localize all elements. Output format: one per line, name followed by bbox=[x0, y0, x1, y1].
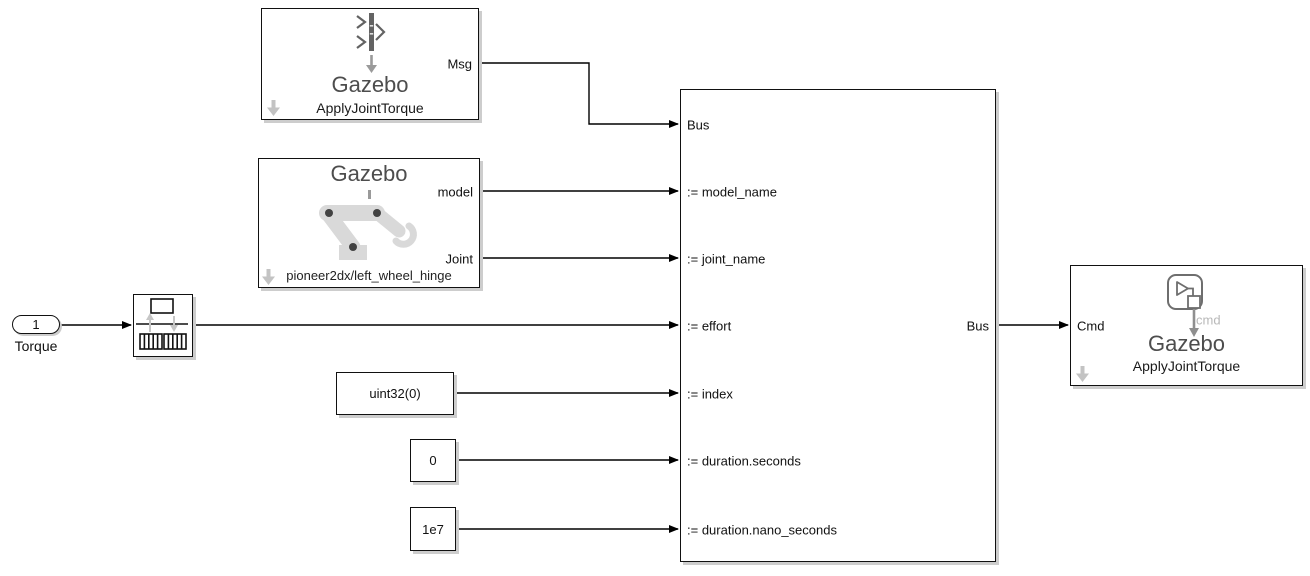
signal-conversion-block[interactable] bbox=[133, 294, 193, 357]
port-duration-nano-seconds: := duration.nano_seconds bbox=[687, 522, 837, 538]
block-subtitle: ApplyJointTorque bbox=[316, 100, 424, 116]
block-caption: pioneer2dx/left_wheel_hinge bbox=[286, 267, 452, 283]
apply-command-icon bbox=[1167, 274, 1203, 337]
block-title: Gazebo bbox=[330, 161, 408, 186]
port-bus-out: Bus bbox=[966, 318, 989, 334]
constant-index-block[interactable]: uint32(0) bbox=[336, 372, 454, 415]
signal-conversion-icon bbox=[136, 298, 188, 350]
gazebo-tick-icon bbox=[368, 190, 371, 199]
block-title: Gazebo bbox=[1147, 331, 1226, 356]
port-bus-in: Bus bbox=[687, 117, 710, 133]
gazebo-apply-joint-torque-block[interactable]: cmd Gazebo ApplyJointTorque Cmd bbox=[1070, 265, 1303, 386]
port-msg: Msg bbox=[447, 56, 472, 72]
port-model: model bbox=[437, 184, 473, 200]
wire-msg-to-bus[interactable] bbox=[480, 62, 679, 128]
bus-assignment-block[interactable]: Bus := model_name := joint_name := effor… bbox=[680, 89, 996, 562]
inport-torque-label: Torque bbox=[14, 338, 58, 354]
annotation-arrow-icon bbox=[267, 100, 280, 116]
port-cmd: Cmd bbox=[1077, 318, 1105, 334]
block-subtitle: ApplyJointTorque bbox=[1132, 358, 1241, 374]
constant-value: uint32(0) bbox=[369, 386, 421, 401]
gazebo-blank-message-block[interactable]: Gazebo ApplyJointTorque Msg bbox=[261, 8, 479, 120]
icon-caption-cmd: cmd bbox=[1196, 312, 1221, 328]
port-duration-seconds: := duration.seconds bbox=[687, 453, 801, 469]
gazebo-model-joint-block[interactable]: Gazebo pioneer2dx/left_wheel_hinge model… bbox=[258, 158, 480, 288]
constant-nano-seconds-block[interactable]: 1e7 bbox=[410, 507, 456, 551]
port-index: := index bbox=[687, 386, 733, 402]
robot-arm-icon bbox=[319, 205, 417, 260]
constant-value: 1e7 bbox=[422, 521, 444, 537]
inport-torque[interactable]: 1 bbox=[12, 315, 60, 334]
constant-seconds-block[interactable]: 0 bbox=[410, 439, 456, 482]
annotation-arrow-icon bbox=[1076, 366, 1089, 382]
port-model-name: := model_name bbox=[687, 184, 777, 200]
blank-message-icon bbox=[356, 13, 386, 73]
port-joint: Joint bbox=[445, 251, 473, 267]
block-title: Gazebo bbox=[331, 72, 409, 97]
annotation-arrow-icon bbox=[262, 269, 275, 285]
inport-number: 1 bbox=[32, 317, 40, 332]
port-effort: := effort bbox=[687, 318, 732, 334]
constant-value: 0 bbox=[429, 453, 437, 468]
port-joint-name: := joint_name bbox=[687, 251, 766, 267]
